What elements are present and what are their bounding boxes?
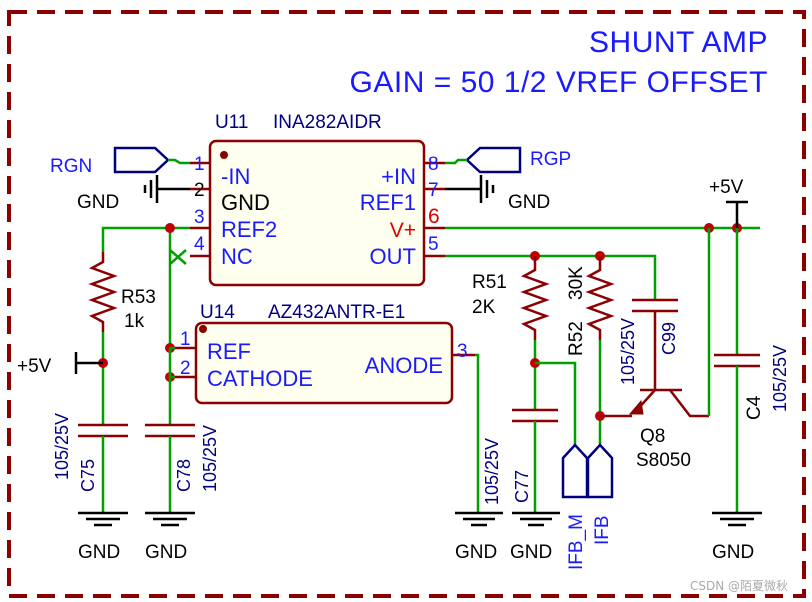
u11-pin2-name: GND — [221, 190, 270, 215]
u11-body — [208, 139, 426, 287]
u14-pin3-name: ANODE — [365, 353, 443, 378]
gnd-symbol-anode — [455, 511, 503, 527]
u11-pin1-marker — [220, 151, 228, 159]
gnd-symbol-c75 — [78, 511, 128, 527]
rgn-port — [113, 146, 170, 174]
rgp-label: RGP — [530, 149, 571, 170]
u14-pin2-num: 2 — [180, 358, 191, 379]
q8-transistor — [600, 388, 709, 418]
u14-part: AZ432ANTR-E1 — [268, 302, 405, 323]
u11-pin3-name: REF2 — [221, 217, 277, 242]
q8-ref: Q8 — [640, 426, 665, 447]
gnd-label-c4: GND — [712, 542, 754, 563]
u11-ref: U11 — [215, 112, 248, 133]
u11-pin6-num: 6 — [428, 205, 440, 228]
gnd-label-right-top: GND — [508, 192, 550, 213]
gnd-symbol-c78 — [145, 511, 195, 527]
u11-pin3-num: 3 — [194, 207, 205, 228]
r51-value: 2K — [472, 297, 496, 318]
plus5v-symbol-right — [726, 200, 748, 228]
plus5v-symbol-left — [74, 352, 103, 374]
rgp-port — [465, 146, 522, 174]
u14-pin1-marker — [199, 325, 207, 333]
c78-ref: C78 — [174, 459, 194, 492]
ifb-m-port — [561, 443, 589, 499]
c4-ref: C4 — [744, 395, 765, 420]
u11-pin5-num: 5 — [428, 234, 439, 255]
r52-ref: R52 — [566, 321, 587, 356]
plus5v-label-left: +5V — [17, 356, 52, 377]
c99-capacitor — [632, 298, 678, 313]
u11-pin8-name: +IN — [381, 164, 416, 189]
c78-value: 105/25V — [200, 425, 220, 492]
gnd-label-c77: GND — [510, 542, 552, 563]
c78-capacitor — [145, 423, 195, 438]
c4-value: 105/25V — [770, 345, 790, 412]
r53-value: 1k — [124, 311, 145, 332]
gnd-label-c75: GND — [78, 542, 120, 563]
u11-pin5-name: OUT — [370, 244, 416, 269]
gnd-symbol-c77 — [512, 511, 560, 527]
c99-ref: C99 — [659, 322, 679, 355]
r53-resistor — [88, 252, 118, 332]
plus5v-label-right: +5V — [709, 177, 744, 198]
gnd-symbol-u11-pin7 — [445, 175, 495, 203]
c75-value: 105/25V — [52, 413, 72, 480]
u11-pin1-num: 1 — [194, 154, 205, 175]
title-line1: SHUNT AMP — [589, 26, 768, 59]
c77-capacitor — [512, 408, 558, 423]
gnd-symbol-u11-pin2 — [143, 175, 190, 203]
sheet-border — [7, 10, 806, 598]
r51-ref: R51 — [472, 272, 507, 293]
junction-ref2 — [165, 223, 175, 233]
u11-part: INA282AIDR — [273, 112, 382, 133]
gnd-label-left-top: GND — [77, 192, 119, 213]
u11-pin1-name: -IN — [221, 164, 250, 189]
c75-capacitor — [78, 423, 128, 438]
ifb-port — [586, 443, 614, 499]
watermark: CSDN @陌夏微秋 — [690, 579, 788, 593]
c77-ref: C77 — [512, 470, 532, 503]
ifb-m-label: IFB_M — [566, 514, 587, 570]
gnd-label-anode: GND — [455, 542, 497, 563]
u14-ref: U14 — [200, 302, 235, 323]
r51-resistor — [520, 256, 550, 340]
q8-value: S8050 — [636, 450, 691, 471]
c99-value: 105/25V — [618, 318, 638, 385]
r52-resistor — [585, 256, 615, 340]
u11-pin4-name: NC — [221, 244, 253, 269]
anode-cap-value: 105/25V — [482, 438, 502, 505]
u14-pin1-num: 1 — [180, 329, 191, 350]
u14-body — [194, 321, 454, 405]
u11-pin7-num: 7 — [428, 180, 439, 201]
u14-pin2-name: CATHODE — [207, 366, 313, 391]
u11-pin8-num: 8 — [428, 154, 439, 175]
u14-pin1-name: REF — [207, 339, 251, 364]
u11-pin6-name: V+ — [390, 219, 416, 242]
u11-pin7-name: REF1 — [360, 190, 416, 215]
u11-pin4-num: 4 — [194, 234, 205, 255]
rgn-label: RGN — [50, 156, 92, 177]
r53-ref: R53 — [121, 287, 156, 308]
gnd-label-c78: GND — [145, 542, 187, 563]
gnd-symbol-c4 — [712, 511, 762, 527]
u14-pin3-num: 3 — [457, 341, 468, 362]
ifb-label: IFB — [592, 515, 613, 545]
c4-capacitor — [714, 353, 760, 368]
title-line2: GAIN = 50 1/2 VREF OFFSET — [350, 66, 768, 99]
r52-value: 30K — [566, 266, 587, 300]
c75-ref: C75 — [78, 459, 98, 492]
u11-pin2-num: 2 — [194, 180, 205, 201]
